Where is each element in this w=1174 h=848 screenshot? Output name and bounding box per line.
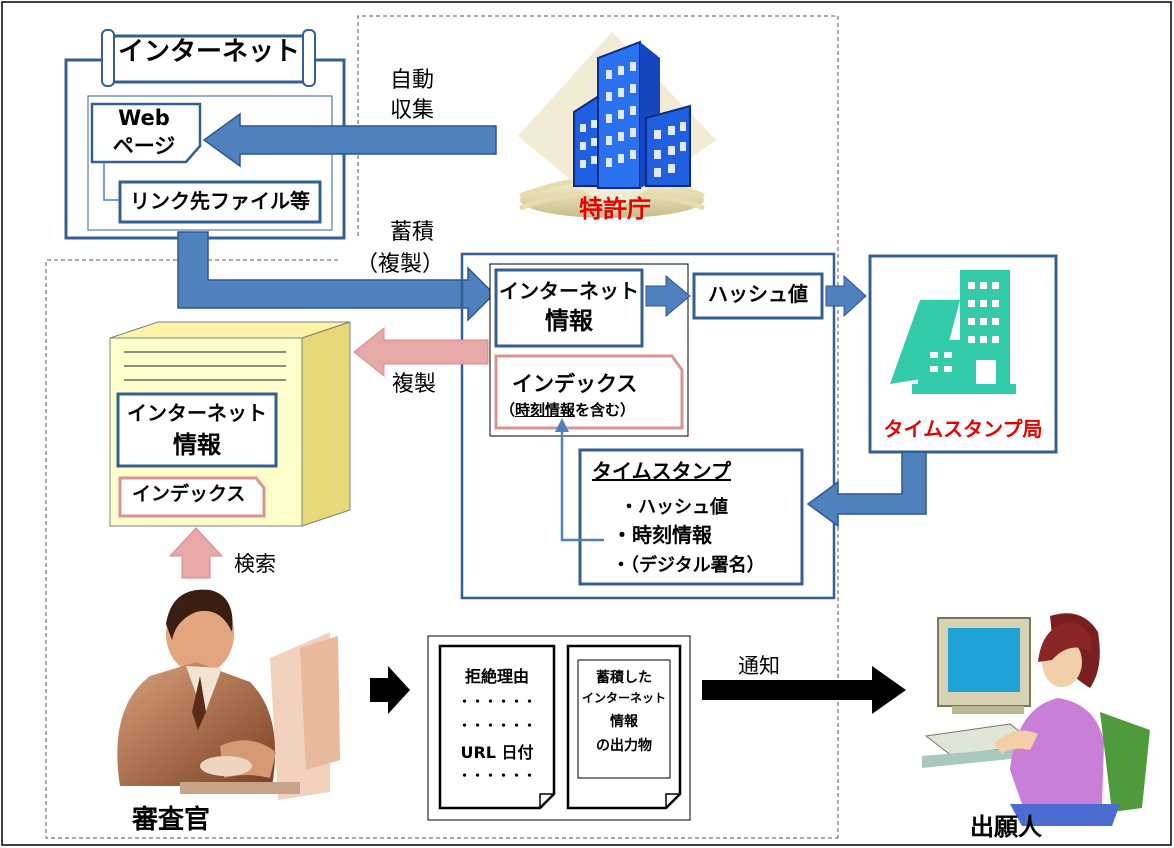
doc2-line4: の出力物 <box>596 738 652 754</box>
auto-collect-label-line2: 収集 <box>390 98 435 123</box>
timestamp-title: タイムスタンプ <box>592 459 731 483</box>
stored-internet-info-box <box>494 268 644 348</box>
server-internet-info-box <box>116 392 278 468</box>
stored-index-box <box>494 354 684 430</box>
internal-dashed-region <box>45 259 838 839</box>
timestamp-return-arrow <box>806 451 927 528</box>
tsa-label: タイムスタンプ局 <box>883 417 1043 441</box>
timestamp-item-signature: ・（デジタル署名） <box>612 555 765 576</box>
copy-label: 複製 <box>392 372 437 397</box>
doc1-line5: ・・・・・・ <box>457 769 536 784</box>
doc1-line4: URL 日付 <box>460 743 534 762</box>
stored-info-label-line1: インターネット <box>499 279 639 303</box>
black-arrow-left <box>370 666 410 714</box>
doc2-line2: インターネット <box>581 691 666 705</box>
stored-info-label-line2: 情報 <box>545 307 593 335</box>
timestamp-link-arrowhead <box>555 418 569 432</box>
examiner-label: 審査官 <box>132 805 211 835</box>
notify-arrow <box>702 666 906 714</box>
auto-collect-label-line1: 自動 <box>390 68 435 93</box>
hash-box <box>692 272 824 320</box>
doc2-line3: 情報 <box>610 714 638 730</box>
output-document-fold <box>665 793 680 808</box>
timestamp-link-line <box>560 430 604 542</box>
search-label: 検索 <box>234 552 276 576</box>
rejection-document-fold <box>539 793 554 808</box>
doc2-line1: 蓄積した <box>596 670 652 686</box>
hash-arrow-1 <box>645 274 691 318</box>
store-label-line2: （複製） <box>356 252 445 277</box>
hash-label: ハッシュ値 <box>708 282 808 306</box>
stored-index-label: インデックス <box>512 372 638 396</box>
stored-index-note: （時刻情報を含む） <box>500 401 636 419</box>
webpage-label-line2: ページ <box>112 134 176 158</box>
server-info-label-line2: 情報 <box>173 431 221 459</box>
applicant-label: 出願人 <box>970 813 1042 841</box>
server-info-label-line1: インターネット <box>127 401 267 425</box>
examiner-icon <box>117 589 340 800</box>
notify-label: 通知 <box>738 654 780 678</box>
storage-region <box>460 252 836 600</box>
link-file-label: リンク先ファイル等 <box>130 189 310 213</box>
webpage-label-line1: Web <box>118 106 170 130</box>
applicant-icon <box>922 613 1150 826</box>
timestamp-item-hash: ・ハッシュ値 <box>620 497 728 518</box>
internet-title: インターネット <box>117 37 300 67</box>
search-arrow <box>168 527 224 579</box>
hash-arrow-2 <box>825 274 867 318</box>
building-icon <box>890 270 1016 394</box>
timestamp-box <box>578 448 804 586</box>
timestamp-item-time: ・時刻情報 <box>612 523 712 547</box>
rejection-document <box>438 644 556 810</box>
doc1-line1: 拒絶理由 <box>464 667 529 686</box>
doc1-line2: ・・・・・・ <box>457 695 536 710</box>
server-index-box <box>118 476 266 518</box>
jpo-label: 特許庁 <box>579 195 651 223</box>
store-arrow <box>177 231 496 322</box>
copy-arrow <box>353 326 489 378</box>
output-document-inner-box <box>577 659 671 779</box>
server-index-label: インデックス <box>132 483 246 505</box>
doc1-line3: ・・・・・・ <box>457 719 536 734</box>
store-label-line1: 蓄積 <box>390 220 435 245</box>
office-building-icon <box>518 32 716 218</box>
auto-collect-arrow <box>202 112 497 168</box>
